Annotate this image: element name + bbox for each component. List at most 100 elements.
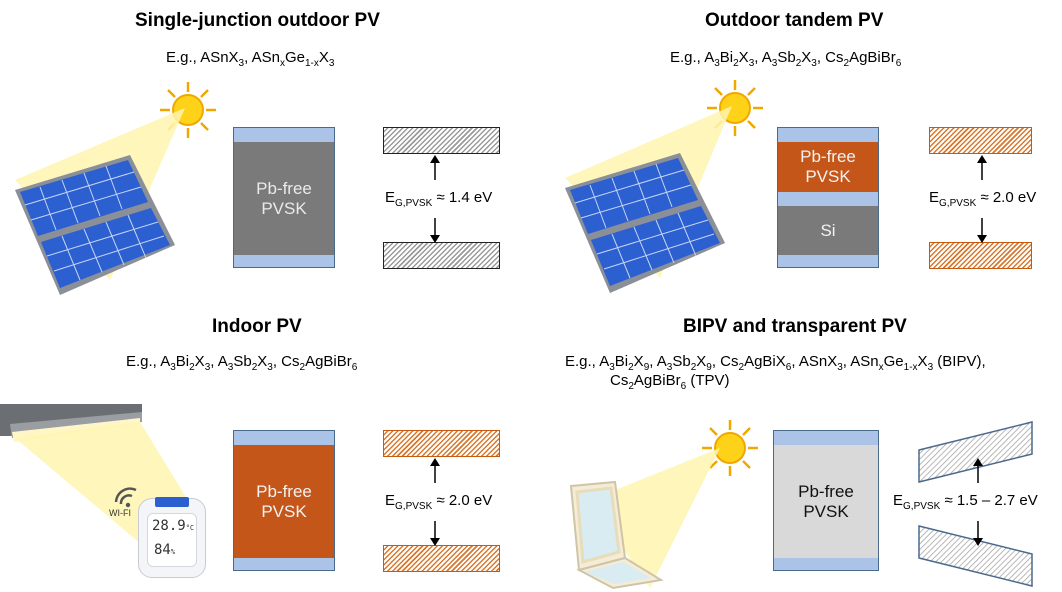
pvsk-label-line2: PVSK <box>803 501 849 521</box>
eg-value: ≈ 1.4 eV <box>436 189 493 206</box>
wifi-icon <box>114 487 137 508</box>
si-label: Si <box>820 220 836 240</box>
bottom-transport-layer <box>774 558 878 570</box>
formula-text: Bi <box>175 353 190 370</box>
formula-subscript: 3 <box>927 362 934 373</box>
formula-text: , A <box>649 353 667 370</box>
formula-subscript: 2 <box>733 58 739 69</box>
formula-subscript: 2 <box>299 362 306 373</box>
sensor-temp-unit: °C <box>185 524 195 532</box>
panel-title-bipv: BIPV and transparent PV <box>683 316 907 337</box>
conduction-band <box>918 421 1033 483</box>
bottom-transport-layer <box>234 255 334 267</box>
formula-text: E.g., A <box>126 353 171 370</box>
formula-text: X <box>633 353 644 370</box>
examples-indoor: E.g., A3Bi2X3, A3Sb2X3, Cs2AgBiBr6 <box>126 352 358 373</box>
formula-text: Sb <box>233 353 252 370</box>
formula-subscript: 2 <box>795 58 802 69</box>
formula-subscript: 3 <box>227 362 234 373</box>
pvsk-label-line1: Pb-free <box>800 147 856 166</box>
sun-icon <box>702 420 758 476</box>
formula-subscript: 2 <box>189 362 195 373</box>
formula-subscript: x <box>279 58 285 69</box>
top-transport-layer <box>234 128 334 142</box>
conduction-band <box>383 127 500 154</box>
formula-text: Sb <box>777 49 796 66</box>
formula-subscript: 3 <box>204 362 211 373</box>
recombination-layer <box>778 192 878 206</box>
pvsk-layer: Pb-free PVSK <box>234 142 334 255</box>
formula-text: , Cs <box>272 353 300 370</box>
formula-subscript: 1-x <box>304 58 319 69</box>
formula-subscript: 3 <box>811 58 817 69</box>
formula-text: X <box>801 49 812 66</box>
eg-value: ≈ 1.5 – 2.7 eV <box>944 492 1038 509</box>
formula-subscript: 3 <box>771 58 778 69</box>
pvsk-label-line1: Pb-free <box>256 178 312 198</box>
si-layer: Si <box>778 206 878 255</box>
formula-text: (TPV) <box>686 372 730 389</box>
pvsk-layer: Pb-free PVSK <box>774 445 878 558</box>
formula-text: X <box>738 49 749 66</box>
formula-subscript: 3 <box>714 58 720 69</box>
pvsk-layer: Pb-free PVSK <box>778 142 878 192</box>
bandgap-arrows <box>430 458 440 546</box>
device-stack-tandem: Pb-free PVSK Si <box>777 127 879 268</box>
sensor-humidity: 84 <box>154 542 171 558</box>
eg-symbol: E <box>893 492 904 509</box>
solar-panel-icon <box>15 155 175 295</box>
wifi-label: WI-FI <box>109 508 131 518</box>
formula-subscript: 2 <box>628 381 634 392</box>
eg-subscript: G,PVSK <box>939 198 977 209</box>
device-stack-bipv: Pb-free PVSK <box>773 430 879 571</box>
bandgap-arrows <box>430 155 440 243</box>
eg-value: ≈ 2.0 eV <box>980 189 1037 206</box>
sensor-temp: 28.9 <box>152 518 186 534</box>
bandgap-label: EG,PVSK ≈ 1.5 – 2.7 eV <box>893 492 1038 512</box>
formula-subscript: 2 <box>628 362 634 373</box>
bottom-transport-layer <box>778 255 878 267</box>
formula-text: X <box>194 353 205 370</box>
formula-text: AgBiBr <box>849 49 896 66</box>
formula-text: (BIPV), <box>933 353 986 370</box>
window-icon <box>569 480 664 590</box>
device-stack-indoor: Pb-free PVSK <box>233 430 335 571</box>
formula-text: Sb <box>672 353 691 370</box>
formula-subscript: 6 <box>895 58 902 69</box>
formula-subscript: 6 <box>680 381 687 392</box>
formula-text: Ge <box>284 49 305 66</box>
formula-text: X <box>696 353 707 370</box>
formula-subscript: 9 <box>706 362 712 373</box>
light-beam <box>590 448 720 588</box>
eg-subscript: G,PVSK <box>395 198 433 209</box>
eg-symbol: E <box>929 189 940 206</box>
device-stack-single-junction: Pb-free PVSK <box>233 127 335 268</box>
formula-text: , ASn <box>842 353 879 370</box>
formula-subscript: x <box>878 362 884 373</box>
formula-subscript: 3 <box>170 362 176 373</box>
formula-subscript: 6 <box>351 362 358 373</box>
eg-symbol: E <box>385 189 396 206</box>
formula-subscript: 6 <box>785 362 792 373</box>
bandgap-arrows <box>977 155 987 243</box>
eg-subscript: G,PVSK <box>395 501 433 512</box>
formula-subscript: 3 <box>666 362 673 373</box>
valence-band <box>929 242 1032 269</box>
bandgap-label: EG,PVSK ≈ 2.0 eV <box>929 189 1036 209</box>
sensor-device: 28.9°C 84% <box>138 497 206 578</box>
formula-text: E.g., ASnX <box>166 49 239 66</box>
formula-text: , ASn <box>244 49 280 66</box>
pvsk-label-line2: PVSK <box>261 501 307 521</box>
examples-outdoor-tandem: E.g., A3Bi2X3, A3Sb2X3, Cs2AgBiBr6 <box>670 48 902 69</box>
formula-subscript: 1-x <box>903 362 918 373</box>
formula-text: Ge <box>883 353 904 370</box>
formula-subscript: 2 <box>251 362 258 373</box>
formula-text: X <box>917 353 928 370</box>
formula-text: , Cs <box>816 49 844 66</box>
eg-subscript: G,PVSK <box>903 501 941 512</box>
top-transport-layer <box>234 431 334 445</box>
formula-text: E.g., A <box>565 353 610 370</box>
formula-subscript: 3 <box>748 58 755 69</box>
bandgap-label: EG,PVSK ≈ 1.4 eV <box>385 189 492 209</box>
formula-text: E.g., A <box>670 49 715 66</box>
